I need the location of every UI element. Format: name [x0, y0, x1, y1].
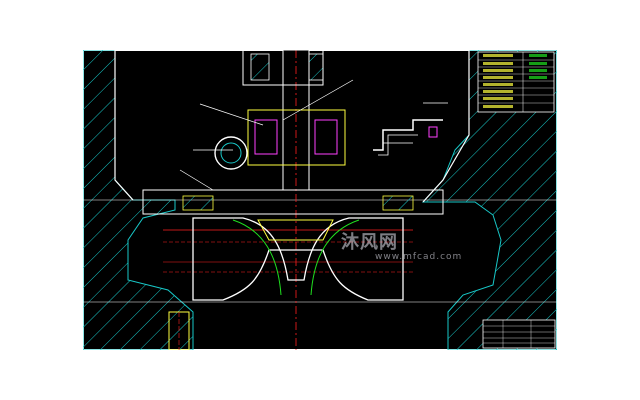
- impeller-inlet-bell: [192, 217, 404, 301]
- bearing-left: [254, 119, 278, 155]
- title-block: [482, 319, 556, 349]
- watermark-logo-text: 沐风网: [341, 232, 398, 253]
- flange-bolt-left: [182, 195, 214, 211]
- bearing-right: [314, 119, 338, 155]
- lube-pipe-loop: [214, 136, 248, 170]
- leader-line-4: [179, 169, 214, 191]
- cad-drawing-viewport: 沐风网 www.mfcad.com: [83, 50, 557, 350]
- pipe-flange: [428, 126, 438, 138]
- watermark-url: www.mfcad.com: [375, 252, 463, 262]
- bearing-housing: [247, 109, 346, 166]
- cooling-pipe: [373, 119, 443, 151]
- impeller-blade-profile: [232, 219, 360, 296]
- casing-flange: [142, 189, 444, 215]
- cooling-pipe-inner: [378, 134, 418, 156]
- leader-line-2: [199, 103, 264, 126]
- coupling-right: [308, 53, 324, 81]
- leader-line-1: [282, 79, 354, 121]
- pump-section-drawing: [83, 50, 557, 350]
- watermark: 沐风网 www.mfcad.com: [341, 228, 462, 262]
- coupling-left: [250, 53, 270, 81]
- legend-table: [477, 51, 555, 113]
- impeller-hub: [257, 219, 334, 241]
- pit-outline: [114, 50, 470, 203]
- flange-bolt-right: [382, 195, 414, 211]
- lube-pipe-inner: [220, 142, 242, 164]
